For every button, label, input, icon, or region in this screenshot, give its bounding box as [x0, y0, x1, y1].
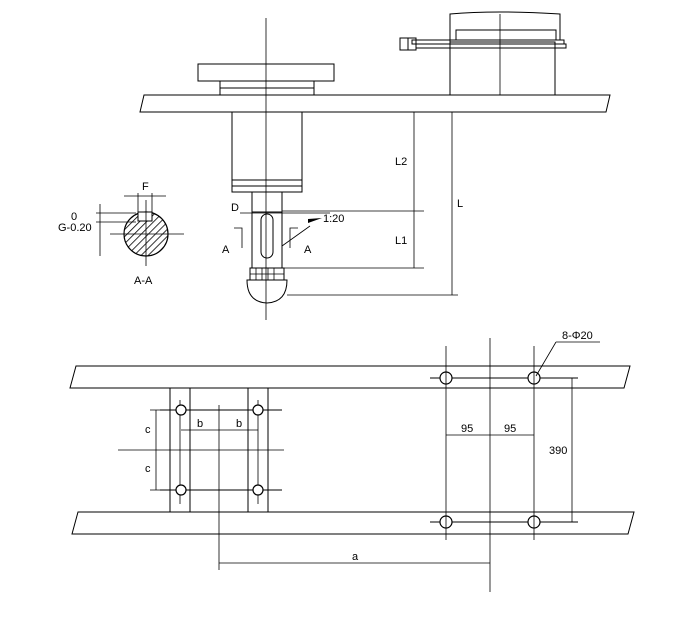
tol-lower-label: G-0.20 [58, 222, 92, 234]
section-a-left-label: A [222, 244, 230, 256]
dim-l1-label: L1 [395, 235, 407, 247]
keyway-slot [260, 213, 274, 259]
dim-l-label: L [457, 198, 463, 210]
bolt-hole [252, 484, 264, 496]
section-title: A-A [134, 275, 153, 287]
bolt-hole [175, 404, 187, 416]
dim-l2-label: L2 [395, 156, 407, 168]
dim-95-right-label: 95 [504, 423, 516, 435]
holes-callout-label: 8-Φ20 [562, 330, 593, 342]
dim-390-label: 390 [549, 445, 567, 457]
bolt-hole [252, 404, 264, 416]
section-a-right-label: A [304, 244, 312, 256]
shaft [251, 191, 283, 213]
section-cut-left [234, 227, 243, 248]
bolt-hole [175, 484, 187, 496]
taper-arrow [308, 218, 322, 223]
bearing-housing [231, 111, 303, 187]
upper-rail [69, 365, 631, 389]
flange-base [219, 87, 315, 96]
dim-b-left-label: b [197, 418, 203, 430]
shaft-end-cap [246, 279, 288, 304]
lower-rail [71, 511, 635, 535]
section-keyway [137, 211, 153, 222]
mounting-plate [139, 94, 611, 113]
tol-upper-label: 0 [71, 211, 77, 223]
taper-label: 1:20 [323, 213, 344, 225]
bottom-view: b b c c 95 95 390 8-Φ20 a [69, 330, 635, 592]
top-view: A A D 1:20 L2 L1 L [139, 11, 611, 320]
dim-c-bottom-label: c [145, 463, 151, 475]
motor-assembly [399, 11, 567, 96]
dim-a-label: a [352, 551, 359, 563]
dim-f-label: F [142, 181, 149, 193]
section-cut-right [289, 227, 298, 248]
dim-b-right-label: b [236, 418, 242, 430]
dim-d-label: D [231, 202, 239, 214]
dim-95-left-label: 95 [461, 423, 473, 435]
shaft-lower [251, 211, 283, 269]
dim-c-top-label: c [145, 424, 151, 436]
section-a-a: F 0 G-0.20 A-A [58, 181, 184, 287]
